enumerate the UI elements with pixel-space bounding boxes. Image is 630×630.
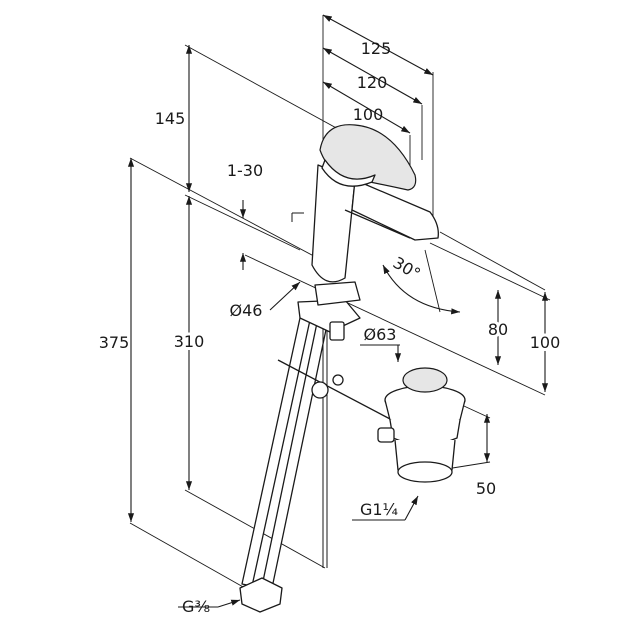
label-30-degree: 30° [390, 253, 424, 284]
label-310: 310 [174, 332, 205, 351]
label-diameter-46: Ø46 [230, 301, 263, 320]
label-100-top: 100 [353, 105, 384, 124]
label-120: 120 [357, 73, 388, 92]
dimension-labels: 125 120 100 145 1-30 375 310 30° Ø46 Ø63… [99, 39, 564, 616]
label-80: 80 [488, 320, 508, 339]
label-375: 375 [99, 333, 130, 352]
faucet-body [239, 124, 439, 613]
label-diameter-63: Ø63 [364, 325, 397, 344]
label-125: 125 [361, 39, 392, 58]
label-g3-8-thread: G⅜ [182, 597, 210, 616]
label-100-right: 100 [530, 333, 561, 352]
label-145: 145 [155, 109, 186, 128]
label-50: 50 [476, 479, 496, 498]
waste-valve [377, 367, 466, 483]
label-1-30: 1-30 [227, 161, 263, 180]
label-g1-1-4-thread: G1¼ [360, 500, 398, 519]
extension-lines [129, 15, 551, 589]
dimension-lines [127, 14, 549, 608]
